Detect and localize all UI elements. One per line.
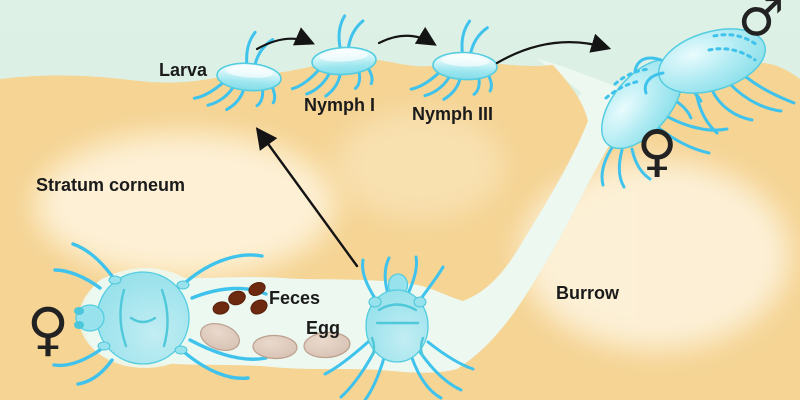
- female-symbol-mating: ♀: [636, 119, 677, 184]
- feces-pellets: [212, 281, 268, 315]
- label-nymph3: Nymph III: [412, 104, 493, 124]
- egg-cluster: [199, 323, 351, 360]
- label-burrow: Burrow: [556, 283, 620, 303]
- burrow-path: [78, 58, 648, 378]
- label-nymph1: Nymph I: [304, 95, 375, 115]
- label-stratum-corneum: Stratum corneum: [36, 175, 185, 195]
- arrow-nymph3-to-adults: [495, 33, 612, 65]
- arrow-egg-to-larva: [255, 127, 359, 268]
- adult-female-mite: [52, 242, 268, 386]
- skin-highlights: [35, 110, 790, 350]
- burrowing-mite: [323, 255, 475, 400]
- male-symbol: ♂: [738, 0, 785, 48]
- label-egg: Egg: [306, 318, 340, 338]
- label-larva: Larva: [159, 60, 208, 80]
- arrow-larva-to-nymph1: [255, 27, 316, 51]
- mating-male-mite: [633, 28, 796, 135]
- female-symbol-burrow: ♀: [27, 295, 69, 363]
- label-feces: Feces: [269, 288, 320, 308]
- arrow-nymph1-to-nymph3: [377, 26, 437, 46]
